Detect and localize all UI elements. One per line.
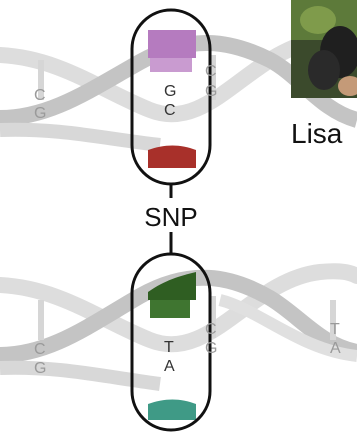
top-center-base-2: C — [164, 102, 176, 119]
bottom-left-base-2: G — [34, 360, 46, 377]
person-name: Lisa — [291, 118, 343, 149]
bottom-far-right-base-1: T — [330, 321, 340, 338]
bottom-center-base-1: T — [164, 339, 174, 356]
bottom-far-right-base-2: A — [330, 340, 341, 357]
top-left-base-1: C — [34, 87, 46, 104]
bottom-snp-highlight — [130, 252, 212, 432]
top-left-base-2: G — [34, 105, 46, 122]
top-right-base-1: C — [205, 63, 217, 80]
person-photo — [291, 0, 357, 98]
top-center-base-1: G — [164, 83, 176, 100]
bottom-right-base-1: C — [205, 321, 217, 338]
bottom-dna-helix — [0, 263, 357, 391]
bottom-left-base-1: C — [34, 341, 46, 358]
bottom-center-base-2: A — [164, 358, 175, 375]
bottom-right-base-2: G — [205, 340, 217, 357]
top-right-base-2: G — [205, 83, 217, 100]
top-snp-highlight — [130, 8, 212, 186]
snp-label: SNP — [144, 202, 197, 232]
